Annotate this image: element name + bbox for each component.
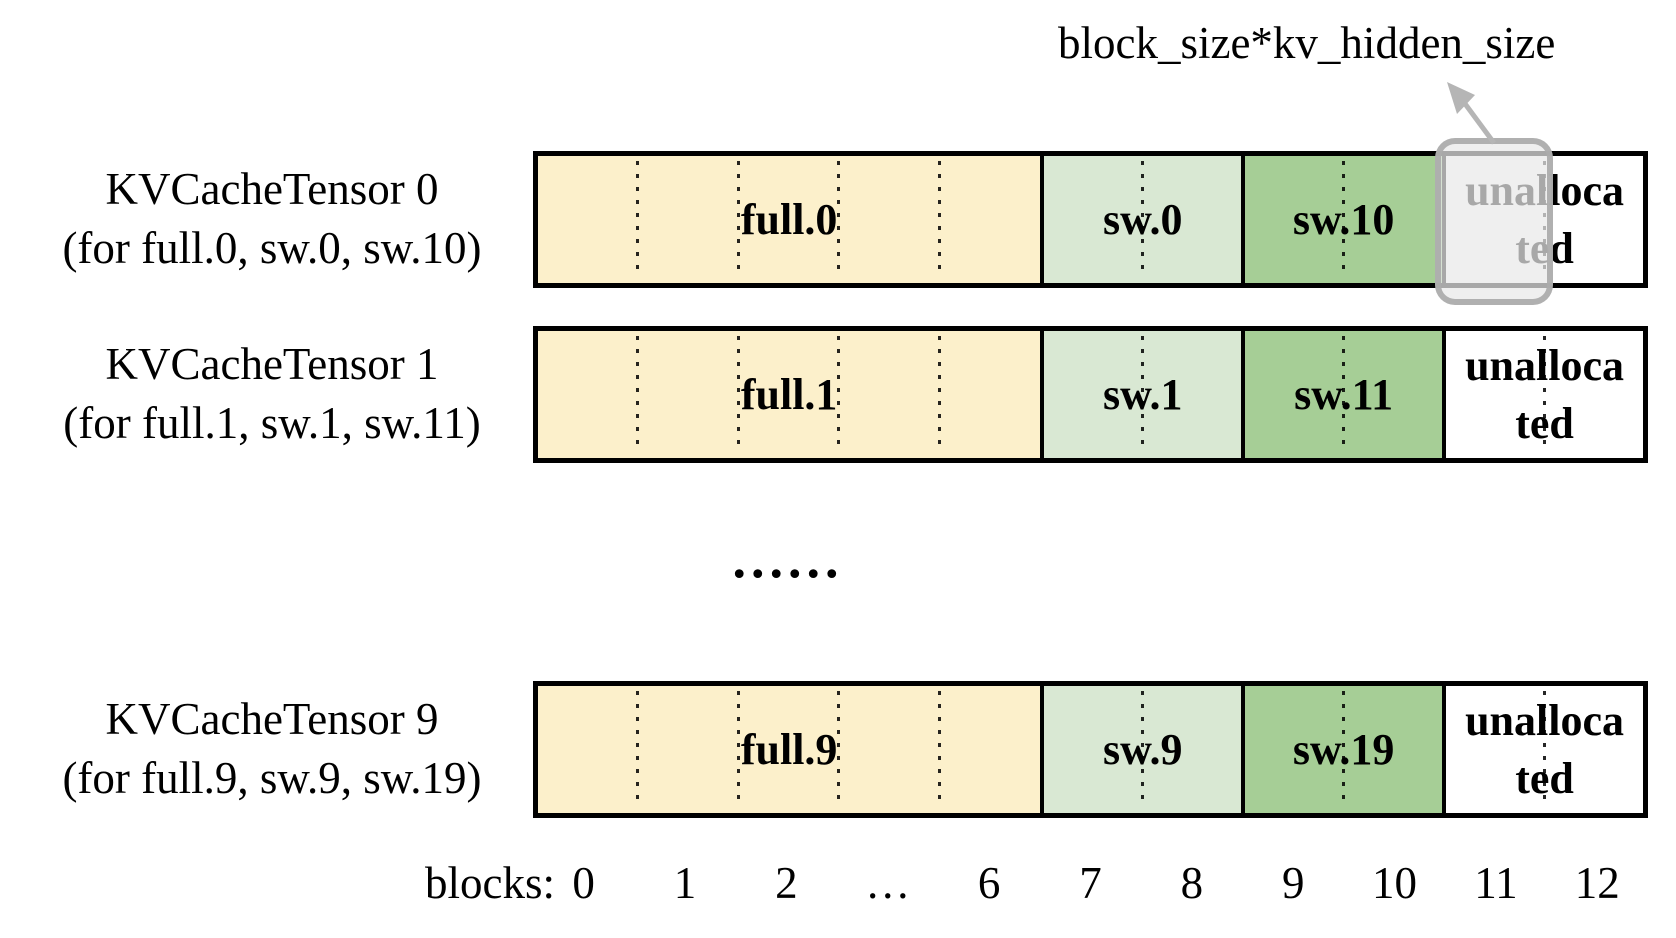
segment-label: full.1 xyxy=(740,369,838,419)
segment-label: sw.9 xyxy=(1102,724,1183,774)
block-divider xyxy=(1542,336,1546,453)
tensor-label-1: KVCacheTensor 1 (for full.1, sw.1, sw.11… xyxy=(22,335,522,453)
segment-full: full.0 xyxy=(538,156,1041,283)
block-divider xyxy=(937,336,941,453)
segment-sw: sw.0 xyxy=(1040,156,1242,283)
rows-ellipsis: ...... xyxy=(732,529,844,589)
block-divider xyxy=(636,161,640,278)
block-divider xyxy=(1140,691,1144,808)
segment-label: sw.11 xyxy=(1294,369,1394,419)
block-size-annotation: block_size*kv_hidden_size xyxy=(1058,18,1556,68)
block-number: 6 xyxy=(977,858,1001,908)
block-divider xyxy=(837,336,841,453)
block-divider xyxy=(1341,161,1345,278)
block-divider xyxy=(736,336,740,453)
block-number: 2 xyxy=(775,858,798,908)
block-number: 12 xyxy=(1574,858,1620,908)
segment-full: full.1 xyxy=(538,331,1041,458)
block-number: … xyxy=(865,858,911,908)
segment-label: sw.10 xyxy=(1292,194,1395,244)
block-divider xyxy=(636,691,640,808)
block-number: 0 xyxy=(572,858,595,908)
segment-full: full.9 xyxy=(538,686,1041,813)
block-divider xyxy=(837,161,841,278)
tensor-label-0: KVCacheTensor 0 (for full.0, sw.0, sw.10… xyxy=(22,160,522,278)
block-divider xyxy=(1140,336,1144,453)
block-divider xyxy=(1542,691,1546,808)
block-number: 8 xyxy=(1180,858,1204,908)
block-divider xyxy=(736,691,740,808)
block-divider xyxy=(1341,691,1345,808)
block-number: 10 xyxy=(1372,858,1418,908)
block-divider xyxy=(636,336,640,453)
block-divider xyxy=(1140,161,1144,278)
segment-sw: sw.9 xyxy=(1040,686,1242,813)
tensor-title: KVCacheTensor 1 xyxy=(105,339,439,389)
segment-sw1x: sw.10 xyxy=(1241,156,1443,283)
tensor-bar-9: full.9 sw.9 sw.19 unalloca ted xyxy=(533,681,1648,818)
segment-label: full.9 xyxy=(740,724,838,774)
segment-unallocated: unalloca ted xyxy=(1442,156,1643,283)
segment-sw: sw.1 xyxy=(1040,331,1242,458)
tensor-subtitle: (for full.9, sw.9, sw.19) xyxy=(62,753,482,803)
segment-label: sw.0 xyxy=(1102,194,1183,244)
block-divider xyxy=(1341,336,1345,453)
segment-label: unalloca ted xyxy=(1465,695,1624,803)
segment-label: sw.1 xyxy=(1102,369,1183,419)
segment-unallocated: unalloca ted xyxy=(1442,331,1643,458)
block-number: 9 xyxy=(1281,858,1305,908)
blocks-axis: 0 1 2 … 6 7 8 9 10 11 12 xyxy=(533,852,1648,914)
segment-label: sw.19 xyxy=(1292,724,1395,774)
block-divider xyxy=(736,161,740,278)
tensor-bar-0: full.0 sw.0 sw.10 unalloca ted xyxy=(533,151,1648,288)
tensor-subtitle: (for full.1, sw.1, sw.11) xyxy=(63,398,481,448)
tensor-subtitle: (for full.0, sw.0, sw.10) xyxy=(62,223,482,273)
segment-sw1x: sw.11 xyxy=(1241,331,1443,458)
segment-label: unalloca ted xyxy=(1465,165,1624,273)
block-number: 1 xyxy=(673,858,697,908)
tensor-bar-1: full.1 sw.1 sw.11 unalloca ted xyxy=(533,326,1648,463)
block-divider xyxy=(837,691,841,808)
tensor-title: KVCacheTensor 9 xyxy=(105,694,439,744)
block-number: 11 xyxy=(1474,858,1518,908)
blocks-axis-caption: blocks: xyxy=(425,858,555,908)
block-divider xyxy=(937,161,941,278)
tensor-title: KVCacheTensor 0 xyxy=(105,164,439,214)
tensor-label-9: KVCacheTensor 9 (for full.9, sw.9, sw.19… xyxy=(22,690,522,808)
segment-unallocated: unalloca ted xyxy=(1442,686,1643,813)
segment-sw1x: sw.19 xyxy=(1241,686,1443,813)
segment-label: unalloca ted xyxy=(1465,340,1624,448)
block-number: 7 xyxy=(1079,858,1102,908)
block-divider xyxy=(937,691,941,808)
segment-label: full.0 xyxy=(740,194,838,244)
